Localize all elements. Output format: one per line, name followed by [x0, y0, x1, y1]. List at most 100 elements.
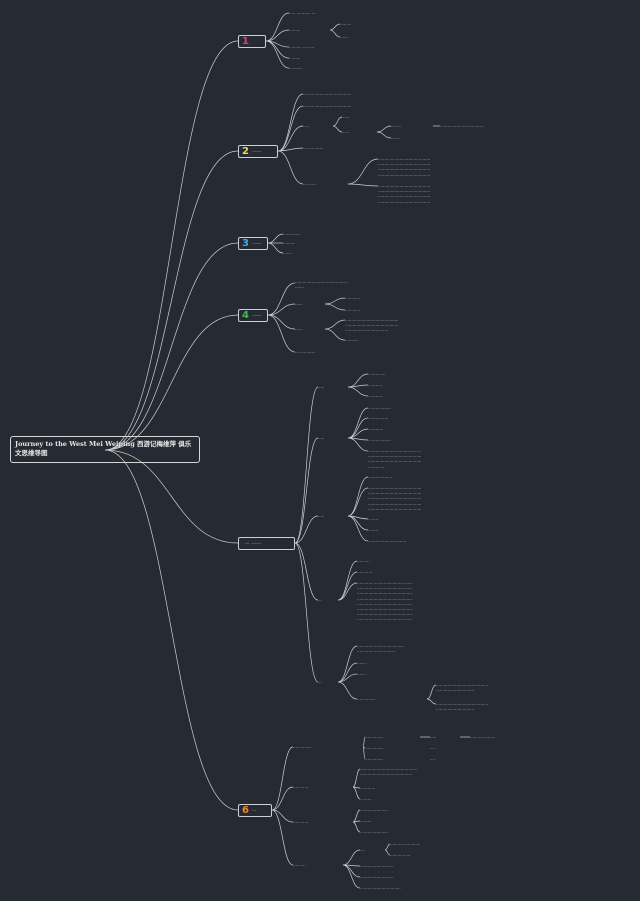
topic-node[interactable]: ·········· ·········: [289, 45, 315, 50]
topic-node[interactable]: ········································…: [378, 184, 431, 205]
topic-node[interactable]: ·········: [360, 819, 372, 824]
topic-node[interactable]: ·······: [340, 35, 349, 40]
topic-node[interactable]: ············: [345, 308, 361, 313]
topic-node[interactable]: ·········: [360, 797, 372, 802]
topic-node[interactable]: ·········: [340, 22, 352, 27]
topic-node[interactable]: ······: [295, 327, 303, 332]
topic-node[interactable]: ···: [318, 598, 322, 603]
connector: [376, 131, 392, 139]
topic-node[interactable]: ········································…: [368, 486, 422, 512]
topic-node[interactable]: ·····: [318, 514, 325, 519]
topic-node[interactable]: ····································· ··…: [357, 644, 405, 655]
topic-node[interactable]: ·········: [289, 56, 301, 61]
topic-node[interactable]: ············: [345, 296, 361, 301]
topic-node[interactable]: ········································…: [360, 767, 418, 778]
topic-node[interactable]: ······: [342, 115, 350, 120]
topic-node[interactable]: ······································: [303, 92, 352, 97]
connector: [362, 746, 366, 760]
topic-node[interactable]: ································: [360, 886, 401, 891]
topic-node[interactable]: ············: [368, 427, 384, 432]
topic-node[interactable]: ·······: [357, 661, 366, 666]
connector: [347, 158, 379, 185]
branch-5[interactable]: ··· ······: [238, 537, 295, 550]
topic-node[interactable]: ·········: [289, 28, 301, 33]
topic-node[interactable]: ··········: [345, 338, 358, 343]
topic-node[interactable]: ······························: [368, 539, 407, 544]
topic-node[interactable]: ··············: [368, 372, 386, 377]
topic-node[interactable]: ····: [430, 757, 436, 762]
topic-node[interactable]: ······································: [303, 104, 352, 109]
topic-node[interactable]: ··············: [357, 697, 375, 702]
topic-node[interactable]: ····: [360, 848, 366, 853]
topic-node[interactable]: ··························: [360, 864, 394, 869]
topic-node[interactable]: ······: [342, 130, 350, 135]
topic-node[interactable]: ··············: [365, 735, 383, 740]
topic-node[interactable]: ··································: [440, 124, 484, 129]
topic-node[interactable]: ······················: [360, 830, 388, 835]
topic-node[interactable]: ········: [368, 517, 379, 522]
topic-node[interactable]: ············: [293, 820, 309, 825]
topic-node[interactable]: ····· ··········· ···: [289, 11, 316, 16]
topic-node[interactable]: ············: [357, 570, 373, 575]
topic-node[interactable]: ···········: [368, 394, 382, 399]
topic-node[interactable]: ········································…: [436, 702, 489, 713]
topic-node[interactable]: ········································…: [357, 581, 413, 623]
topic-node[interactable]: ········: [391, 124, 402, 129]
topic-node[interactable]: ········································…: [295, 280, 348, 291]
connector: [104, 40, 239, 451]
topic-node[interactable]: ··········: [289, 66, 302, 71]
branch-3[interactable]: 3 ······: [238, 237, 268, 250]
topic-node[interactable]: ··························: [360, 875, 394, 880]
topic-node[interactable]: ·······: [283, 251, 292, 256]
topic-node[interactable]: ········································…: [436, 683, 489, 694]
topic-node[interactable]: ··················: [368, 438, 391, 443]
topic-node[interactable]: ····················: [470, 735, 496, 740]
topic-node[interactable]: ························: [390, 842, 421, 847]
root-node[interactable]: Journey to the West Mei Weiping 西游记梅维萍 俱…: [10, 436, 200, 463]
topic-node[interactable]: ··············: [365, 746, 383, 751]
branch-2[interactable]: 2 ······: [238, 145, 278, 158]
topic-node[interactable]: ··················: [368, 406, 391, 411]
connector: [104, 150, 239, 451]
branch-6[interactable]: 6 ···: [238, 804, 272, 817]
topic-node[interactable]: ············: [293, 785, 309, 790]
topic-node[interactable]: ··········: [293, 863, 306, 868]
topic-node[interactable]: ···: [318, 680, 322, 685]
topic-node[interactable]: ····: [430, 746, 436, 751]
connector: [337, 571, 358, 601]
topic-node[interactable]: ······: [295, 302, 303, 307]
connector: [271, 786, 294, 811]
topic-node[interactable]: ················: [368, 416, 389, 421]
connector: [426, 684, 437, 700]
topic-node[interactable]: ··············: [283, 232, 301, 237]
topic-node[interactable]: ·······: [357, 672, 366, 677]
topic-node[interactable]: ·······: [391, 136, 400, 141]
topic-node[interactable]: ···········: [368, 383, 382, 388]
topic-node[interactable]: ·····: [430, 735, 437, 740]
topic-node[interactable]: ············: [360, 786, 376, 791]
topic-node[interactable]: ········································…: [378, 157, 431, 178]
topic-node[interactable]: ·····: [318, 436, 325, 441]
connector: [337, 662, 358, 683]
branch-4[interactable]: 4 ······: [238, 309, 268, 322]
topic-node[interactable]: ··············: [365, 757, 383, 762]
branch-label: ······: [251, 148, 262, 155]
branch-1[interactable]: 1: [238, 35, 266, 48]
topic-node[interactable]: ·····: [318, 385, 325, 390]
branch-label: ······: [251, 312, 262, 319]
topic-node[interactable]: ··········: [303, 182, 316, 187]
connector: [104, 449, 239, 811]
topic-node[interactable]: ········: [368, 528, 379, 533]
topic-node[interactable]: ·········: [283, 241, 295, 246]
topic-node[interactable]: ···················: [368, 475, 393, 480]
connector: [347, 407, 369, 439]
topic-node[interactable]: ·····: [303, 124, 310, 129]
topic-node[interactable]: ········································…: [368, 449, 422, 470]
topic-node[interactable]: ······················: [360, 808, 388, 813]
topic-node[interactable]: ········································…: [345, 318, 399, 334]
topic-node[interactable]: ··············: [293, 745, 311, 750]
topic-node[interactable]: ··········: [357, 559, 370, 564]
topic-node[interactable]: ················: [303, 146, 324, 151]
topic-node[interactable]: ················: [390, 853, 411, 858]
topic-node[interactable]: ················: [295, 350, 316, 355]
